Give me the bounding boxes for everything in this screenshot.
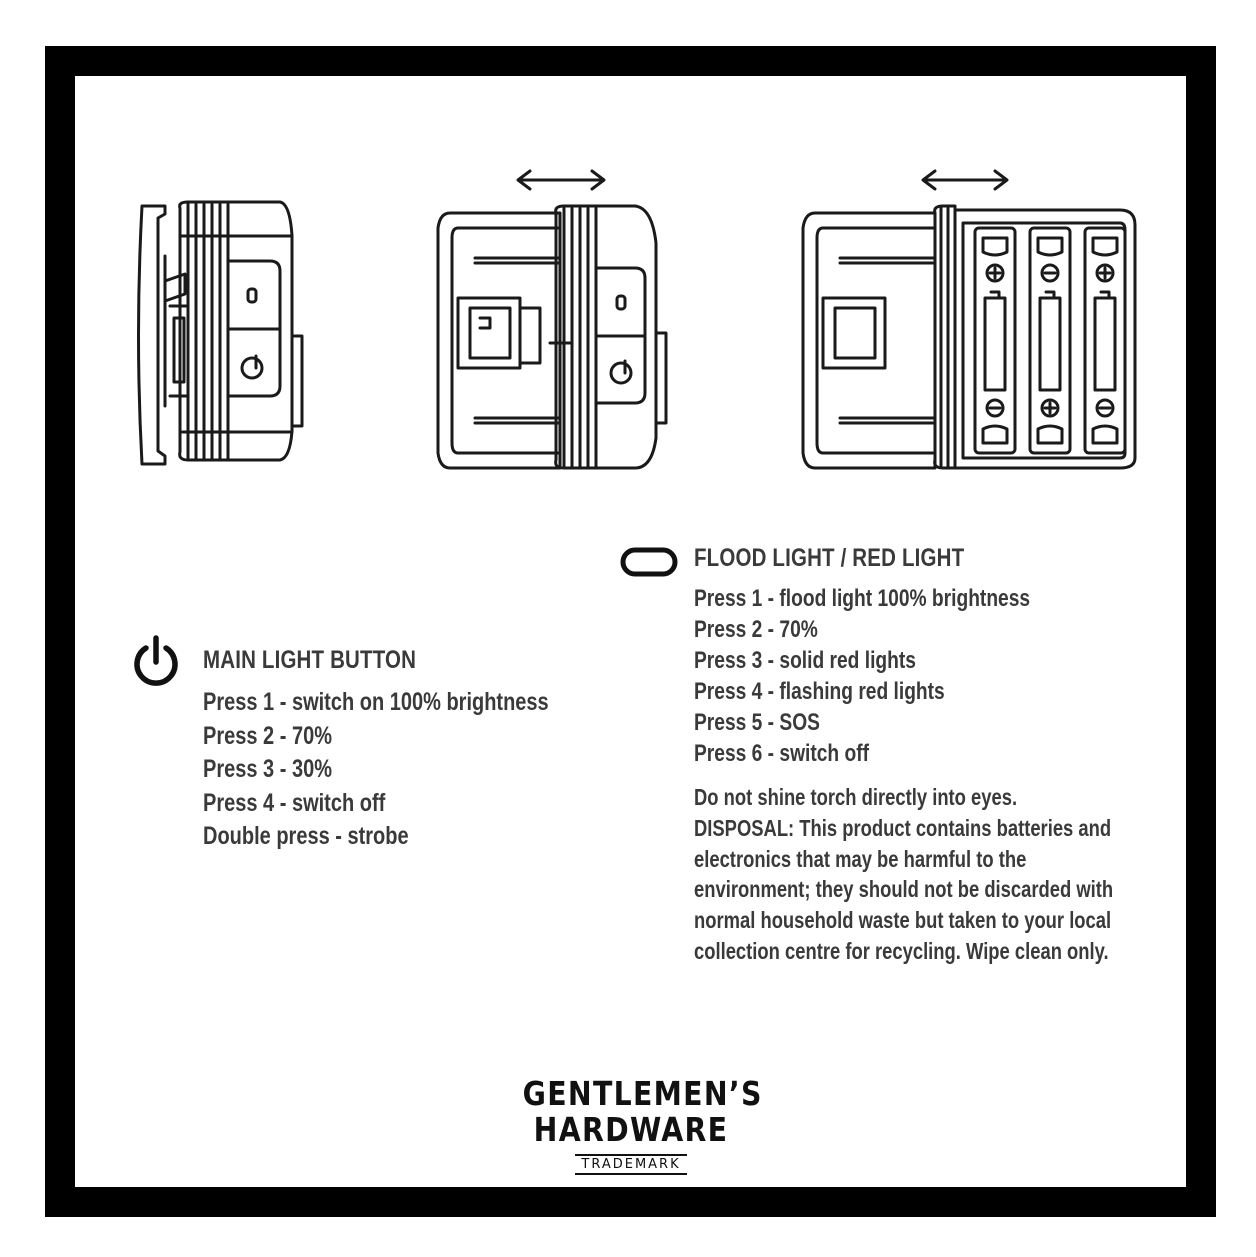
list-item: Press 2 - 70% — [694, 616, 818, 643]
battery-compartment-illustration — [801, 169, 1137, 470]
list-item: Press 1 - flood light 100% brightness — [694, 585, 1031, 612]
list-item: Press 4 - flashing red lights — [694, 678, 945, 705]
flood-light-instructions: Press 1 - flood light 100% brightness Pr… — [694, 583, 1114, 769]
rounded-rectangle-button-icon — [620, 547, 678, 577]
brand-logo: GENTLEMEN’S HARDWARE TRADEMARK — [505, 1074, 763, 1175]
brand-name-line1: GENTLEMEN’S — [522, 1074, 763, 1113]
note-line: normal household waste but taken to your… — [694, 907, 1112, 934]
power-icon — [134, 635, 178, 686]
list-item: Double press - strobe — [203, 822, 409, 850]
list-item: Press 3 - solid red lights — [694, 647, 916, 674]
list-item: Press 3 - 30% — [203, 755, 332, 783]
note-line: electronics that may be harmful to the — [694, 845, 1027, 872]
note-line: collection centre for recycling. Wipe cl… — [694, 937, 1109, 964]
note-line: DISPOSAL: This product contains batterie… — [694, 814, 1112, 841]
list-item: Press 2 - 70% — [203, 721, 332, 750]
brand-name-line2: HARDWARE — [533, 1110, 729, 1149]
list-item: Press 5 - SOS — [694, 709, 820, 736]
note-line: Do not shine torch directly into eyes. — [694, 784, 1018, 810]
instruction-card: FLOOD LIGHT / RED LIGHT Press 1 - flood … — [75, 76, 1186, 1187]
headlamp-slide-view-illustration — [436, 169, 668, 470]
list-item: Press 4 - switch off — [203, 788, 386, 817]
brand-trademark: TRADEMARK — [575, 1154, 687, 1175]
list-item: Press 6 - switch off — [694, 740, 869, 767]
black-border-frame: FLOOD LIGHT / RED LIGHT Press 1 - flood … — [45, 46, 1216, 1217]
main-light-instructions: Press 1 - switch on 100% brightness Pres… — [203, 686, 635, 854]
list-item: Press 1 - switch on 100% brightness — [203, 688, 549, 716]
headlamp-side-view-illustration — [137, 200, 304, 466]
flood-light-heading: FLOOD LIGHT / RED LIGHT — [694, 544, 965, 572]
safety-disposal-notes: Do not shine torch directly into eyes. D… — [694, 782, 1186, 967]
note-line: environment; they should not be discarde… — [694, 876, 1114, 903]
main-light-heading: MAIN LIGHT BUTTON — [203, 646, 417, 674]
